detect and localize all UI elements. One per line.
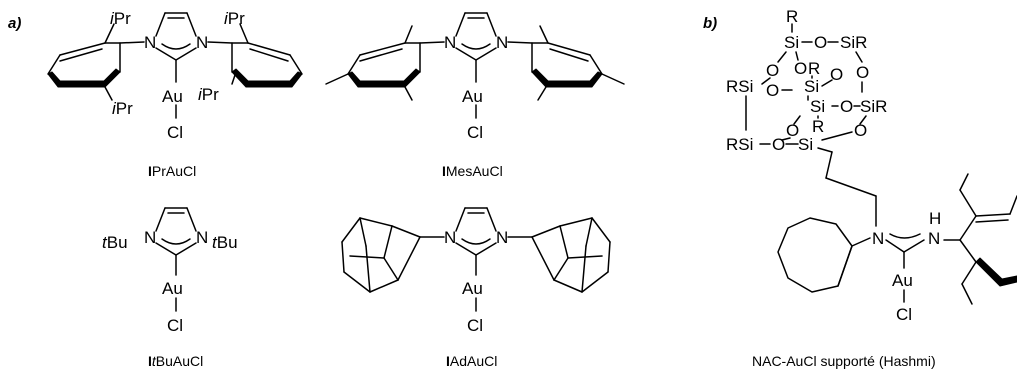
atom-r: R [786, 7, 798, 26]
atom-o: O [854, 121, 867, 140]
left-mesityl-ring [325, 25, 445, 101]
caption-nac-aucl: NAC-AuCl supporté (Hashmi) [752, 353, 936, 369]
imidazolylidene-ring [455, 12, 497, 119]
atom-o: O [814, 33, 827, 52]
atom-au: Au [462, 279, 483, 298]
atom-n: N [496, 228, 508, 247]
atom-n: N [872, 229, 884, 248]
atom-si: Si [810, 97, 825, 116]
atom-n: N [928, 229, 940, 248]
atom-rsi: RSi [726, 77, 753, 96]
structure-nac-aucl: R Si O SiR O O R O RSi O Si O Si O [726, 7, 1017, 369]
atom-si: Si [804, 77, 819, 96]
atom-o: O [830, 65, 843, 84]
atom-si: Si [798, 135, 813, 154]
imidazolylidene-ring [155, 12, 197, 119]
imidazolylidene-ring [155, 207, 197, 312]
structure-imesaucl: N N Au Cl IMesAuCl [325, 12, 625, 179]
caption-ipraucl: IPrAuCl [148, 163, 196, 179]
poss-cage: R Si O SiR O O R O RSi O Si O Si O [726, 7, 887, 154]
atom-au: Au [162, 279, 183, 298]
panel-label-b: b) [703, 15, 717, 32]
atom-au: Au [892, 271, 913, 290]
atom-o: O [856, 63, 869, 82]
atom-o: O [840, 97, 853, 116]
atom-o: O [786, 121, 799, 140]
caption-imesaucl: IMesAuCl [442, 163, 503, 179]
structure-iadaucl: N N Au Cl [341, 207, 611, 369]
cyclooctyl-ring [777, 217, 871, 293]
atom-o: O [772, 135, 785, 154]
atom-au: Au [462, 87, 483, 106]
propyl-linker [817, 147, 877, 227]
atom-o: O [766, 81, 779, 100]
atom-h: H [929, 209, 941, 228]
substituent-ipr: iPr [112, 99, 133, 118]
atom-r: R [812, 117, 824, 136]
atom-n: N [196, 228, 208, 247]
atom-n: N [144, 228, 156, 247]
atom-sir: SiR [840, 33, 867, 52]
atom-cl: Cl [167, 316, 183, 335]
atom-n: N [196, 33, 208, 52]
atom-au: Au [162, 87, 183, 106]
atom-cl: Cl [467, 316, 483, 335]
atom-si: Si [784, 33, 799, 52]
diethylphenyl-ring [943, 173, 1017, 305]
atom-r: R [808, 59, 820, 78]
left-adamantyl-cage [341, 217, 445, 293]
atom-sir: SiR [860, 97, 887, 116]
structure-ipraucl: N N Au Cl iPr iPr [47, 9, 303, 179]
atom-n: N [444, 228, 456, 247]
caption-itbuaucl: ItBuAuCl [148, 353, 203, 369]
atom-n: N [144, 33, 156, 52]
left-aryl-ring [47, 23, 145, 101]
atom-o: O [766, 61, 779, 80]
atom-cl: Cl [896, 305, 912, 324]
atom-cl: Cl [167, 123, 183, 142]
atom-rsi: RSi [726, 135, 753, 154]
atom-cl: Cl [467, 123, 483, 142]
substituent-tbu: tBu [102, 233, 128, 252]
substituent-tbu: tBu [212, 233, 238, 252]
atom-n: N [496, 33, 508, 52]
substituent-ipr: iPr [198, 85, 219, 104]
substituent-ipr: iPr [110, 9, 131, 28]
right-aryl-ring [207, 23, 303, 88]
structure-itbuaucl: N N Au Cl tBu tBu ItBuAuCl [102, 207, 238, 369]
right-mesityl-ring [507, 25, 625, 101]
substituent-ipr: iPr [224, 9, 245, 28]
panel-label-a: a) [8, 15, 21, 32]
amidine-core [885, 233, 925, 303]
right-adamantyl-cage [507, 217, 611, 293]
imidazolylidene-ring [455, 207, 497, 312]
atom-o: O [794, 59, 807, 78]
atom-n: N [444, 33, 456, 52]
caption-iadaucl: IAdAuCl [446, 353, 497, 369]
